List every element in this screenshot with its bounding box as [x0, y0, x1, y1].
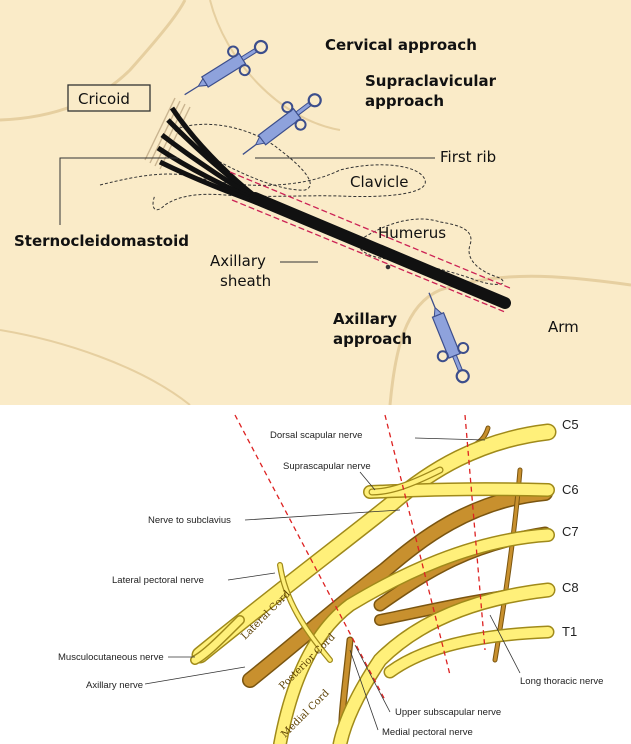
label-root-c7: C7 [562, 524, 579, 539]
label-lateral-pectoral: Lateral pectoral nerve [112, 575, 204, 586]
label-upper-subscapular: Upper subscapular nerve [395, 707, 501, 718]
label-first-rib: First rib [440, 148, 496, 166]
label-axillary-nerve: Axillary nerve [86, 680, 143, 691]
label-supraclavicular-1: Supraclavicular [365, 72, 497, 90]
label-cricoid: Cricoid [78, 90, 130, 108]
label-cervical-approach: Cervical approach [325, 36, 477, 54]
label-axillary-approach-2: approach [333, 330, 412, 348]
label-root-c8: C8 [562, 580, 579, 595]
label-suprascapular: Suprascapular nerve [283, 461, 371, 472]
skin-background [0, 0, 631, 405]
label-clavicle: Clavicle [350, 173, 409, 191]
label-humerus: Humerus [378, 224, 446, 242]
top-panel: Cricoid [0, 0, 631, 405]
bottom-panel: Lateral Cord Posterior Cord Medial Cord … [0, 405, 631, 744]
label-sternocleidomastoid: Sternocleidomastoid [14, 232, 189, 250]
label-axillary-sheath-2: sheath [220, 272, 271, 290]
label-medial-pectoral: Medial pectoral nerve [382, 727, 473, 738]
label-dorsal-scapular: Dorsal scapular nerve [270, 430, 362, 441]
label-arm: Arm [548, 318, 579, 336]
label-axillary-sheath-1: Axillary [210, 252, 266, 270]
label-musculocutaneous: Musculocutaneous nerve [58, 652, 164, 663]
label-root-c5: C5 [562, 417, 579, 432]
label-subclavius: Nerve to subclavius [148, 515, 231, 526]
label-supraclavicular-2: approach [365, 92, 444, 110]
label-root-c6: C6 [562, 482, 579, 497]
label-root-t1: T1 [562, 624, 577, 639]
label-long-thoracic: Long thoracic nerve [520, 676, 603, 687]
label-axillary-approach-1: Axillary [333, 310, 397, 328]
